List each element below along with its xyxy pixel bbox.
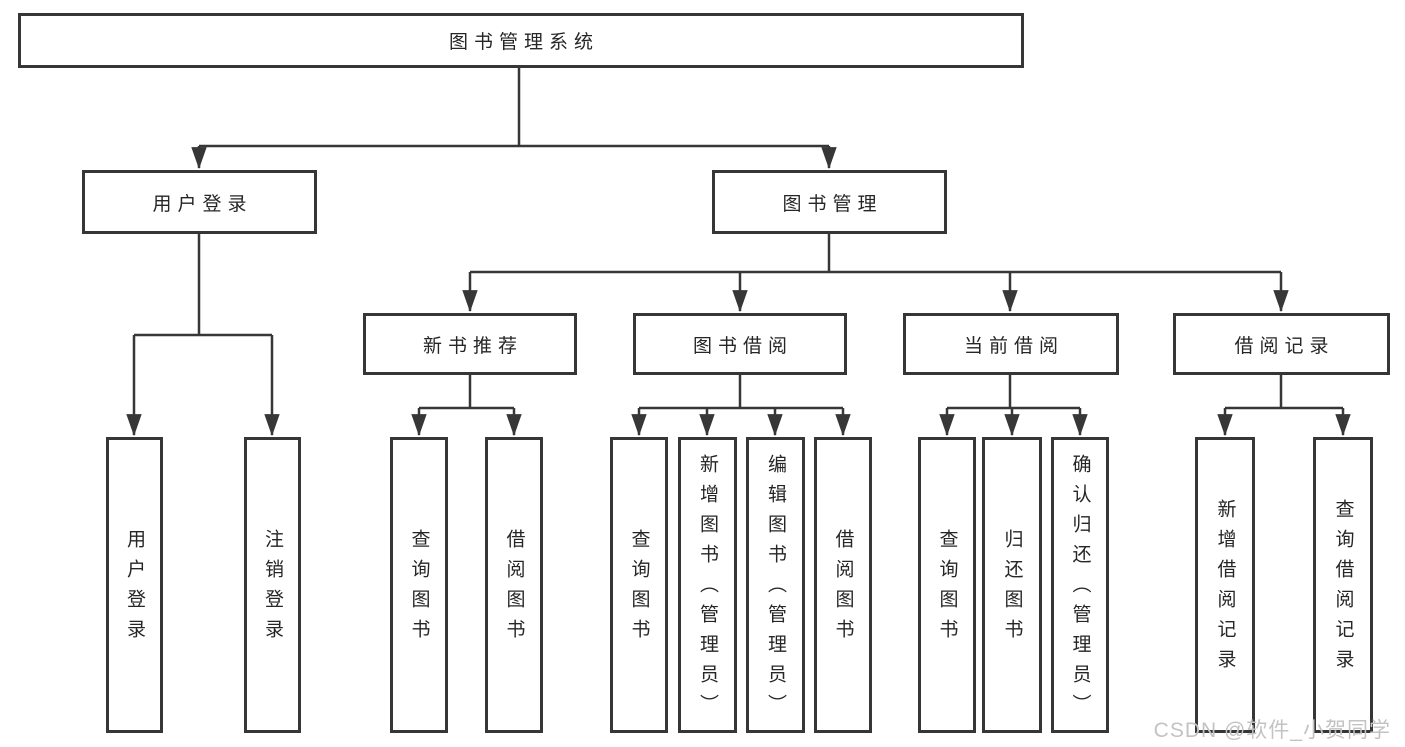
watermark-text: CSDN @软件_小贺同学 — [1153, 719, 1391, 742]
node-leaf-query-borrow-record: 查询借阅记录 — [1313, 437, 1373, 733]
edges-borrow-records — [1217, 375, 1351, 437]
edges-user-login — [126, 234, 280, 437]
node-leaf-return-books: 归还图书 — [982, 437, 1042, 733]
node-leaf-edit-books-admin: 编辑图书（管理员） — [746, 437, 805, 733]
node-leaf-add-borrow-record: 新增借阅记录 — [1195, 437, 1255, 733]
node-leaf-user-login: 用户登录 — [106, 437, 163, 733]
node-current-borrow: 当前借阅 — [903, 313, 1119, 375]
node-borrow-records: 借阅记录 — [1173, 313, 1390, 375]
node-book-borrow: 图书借阅 — [633, 313, 847, 375]
node-leaf-logout: 注销登录 — [244, 437, 301, 733]
node-leaf-borrow-books: 借阅图书 — [814, 437, 872, 733]
node-leaf-add-books-admin: 新增图书（管理员） — [678, 437, 737, 733]
node-new-book-recommend: 新书推荐 — [363, 313, 577, 375]
edges-current-borrow — [939, 375, 1088, 437]
edges-root — [191, 68, 837, 170]
node-leaf-query-books-current: 查询图书 — [918, 437, 976, 733]
node-leaf-borrow-books-recommend: 借阅图书 — [485, 437, 543, 733]
edges-book-management — [462, 234, 1289, 313]
node-leaf-query-books-borrow: 查询图书 — [610, 437, 668, 733]
edges-book-borrow — [631, 375, 851, 437]
node-leaf-confirm-return-admin: 确认归还（管理员） — [1051, 437, 1109, 733]
node-leaf-query-books-recommend: 查询图书 — [390, 437, 448, 733]
edges-new-book-recommend — [411, 375, 522, 437]
node-book-management: 图书管理 — [712, 170, 947, 234]
node-user-login: 用户登录 — [82, 170, 317, 234]
node-root-system: 图书管理系统 — [18, 13, 1024, 68]
